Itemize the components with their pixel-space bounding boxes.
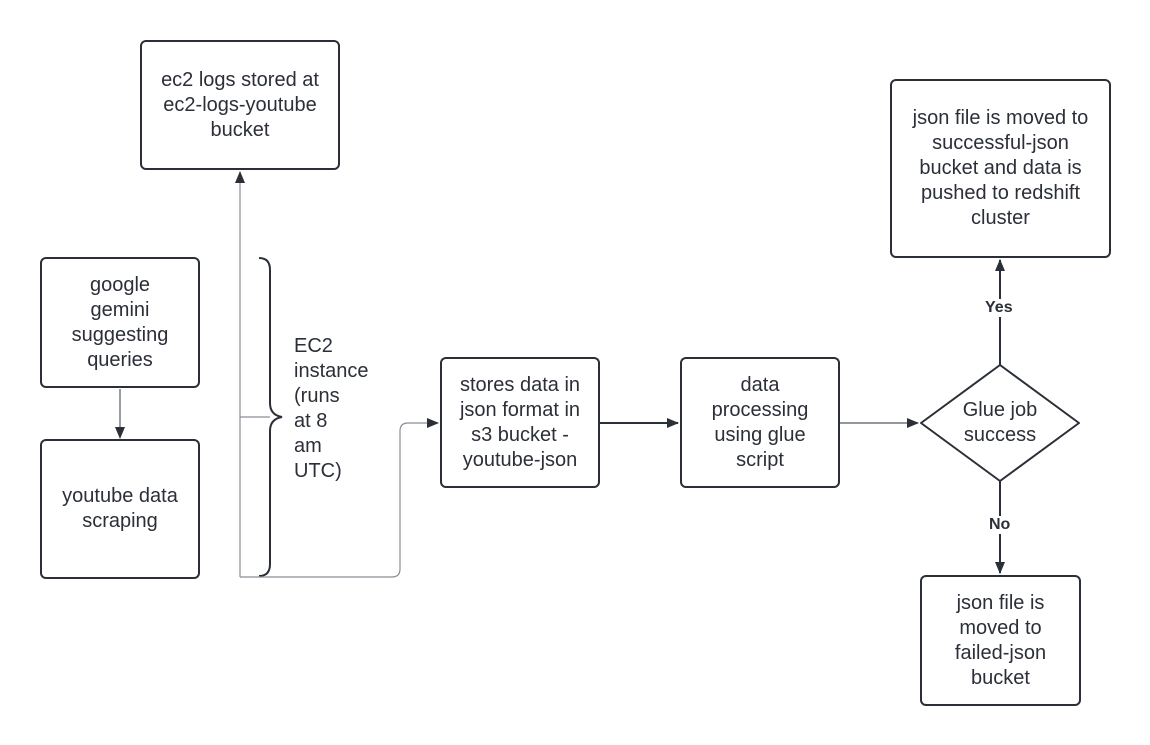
node-ec2-logs: ec2 logs stored at ec2-logs-youtube buck… <box>140 40 340 170</box>
node-success-result: json file is moved to successful-json bu… <box>890 79 1111 258</box>
node-gemini-text: google gemini suggesting queries <box>71 273 169 371</box>
node-failed-result: json file is moved to failed-json bucket <box>920 575 1081 706</box>
node-glue-processing: data processing using glue script <box>680 357 840 488</box>
node-ec2-logs-text: ec2 logs stored at ec2-logs-youtube buck… <box>161 68 319 141</box>
node-success-result-text: json file is moved to successful-json bu… <box>912 107 1089 229</box>
node-scraping-text: youtube data scraping <box>62 485 178 532</box>
node-gemini: google gemini suggesting queries <box>40 257 200 388</box>
decision-label: Glue job success <box>962 399 1038 446</box>
node-store-s3-text: stores data in json format in s3 bucket … <box>459 373 581 471</box>
arrow-ec2-to-store <box>240 418 439 578</box>
branch-no-label: No <box>987 516 1013 534</box>
node-glue-processing-text: data processing using glue script <box>711 373 809 471</box>
node-failed-result-text: json file is moved to failed-json bucket <box>954 591 1047 689</box>
node-scraping: youtube data scraping <box>40 439 200 579</box>
ec2-group-brace <box>258 257 283 577</box>
branch-yes-label: Yes <box>983 299 1015 317</box>
ec2-instance-label: EC2 instance (runs at 8 am UTC) <box>294 335 369 482</box>
node-store-s3: stores data in json format in s3 bucket … <box>440 357 600 488</box>
